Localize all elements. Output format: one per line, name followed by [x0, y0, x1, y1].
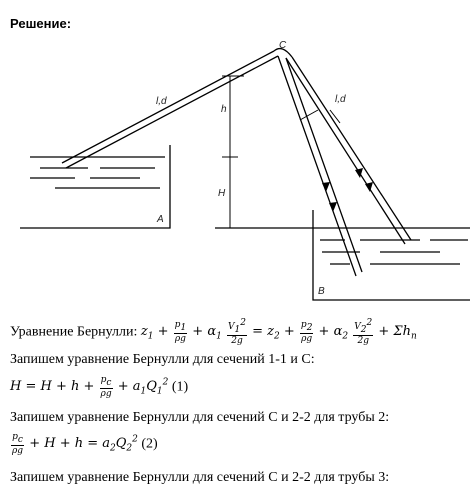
flow-arrow-pipe2	[322, 182, 330, 192]
flow-arrow-pipe3-b	[365, 182, 373, 192]
bernoulli-intro: Уравнение Бернулли:	[10, 324, 141, 340]
pipe-3	[285, 57, 406, 245]
text-line-3: Запишем уравнение Бернулли для сечений С…	[10, 470, 390, 485]
height-H-label: H	[218, 188, 226, 199]
siphon-diagram: C l,d l,d h H A B	[20, 40, 470, 301]
flow-arrow-pipe2-b	[329, 202, 337, 212]
point-c-label: C	[279, 40, 287, 51]
tank-a-wall	[20, 145, 171, 229]
pipe-1	[65, 55, 279, 169]
flow-arrow-pipe3	[355, 168, 363, 178]
text-line-2: Запишем уравнение Бернулли для сечений С…	[10, 410, 390, 425]
pipe-left-label: l,d	[156, 96, 167, 107]
solution-heading: Решение:	[10, 16, 72, 31]
tank-b-wall	[312, 210, 470, 301]
text-line-1: Запишем уравнение Бернулли для сечений 1…	[10, 352, 315, 367]
tank-b-label: B	[318, 286, 325, 297]
tank-a-label: A	[156, 214, 164, 225]
height-h-label: h	[221, 104, 227, 115]
pipe-2	[277, 55, 357, 277]
pipe-right-label: l,d	[335, 94, 346, 105]
